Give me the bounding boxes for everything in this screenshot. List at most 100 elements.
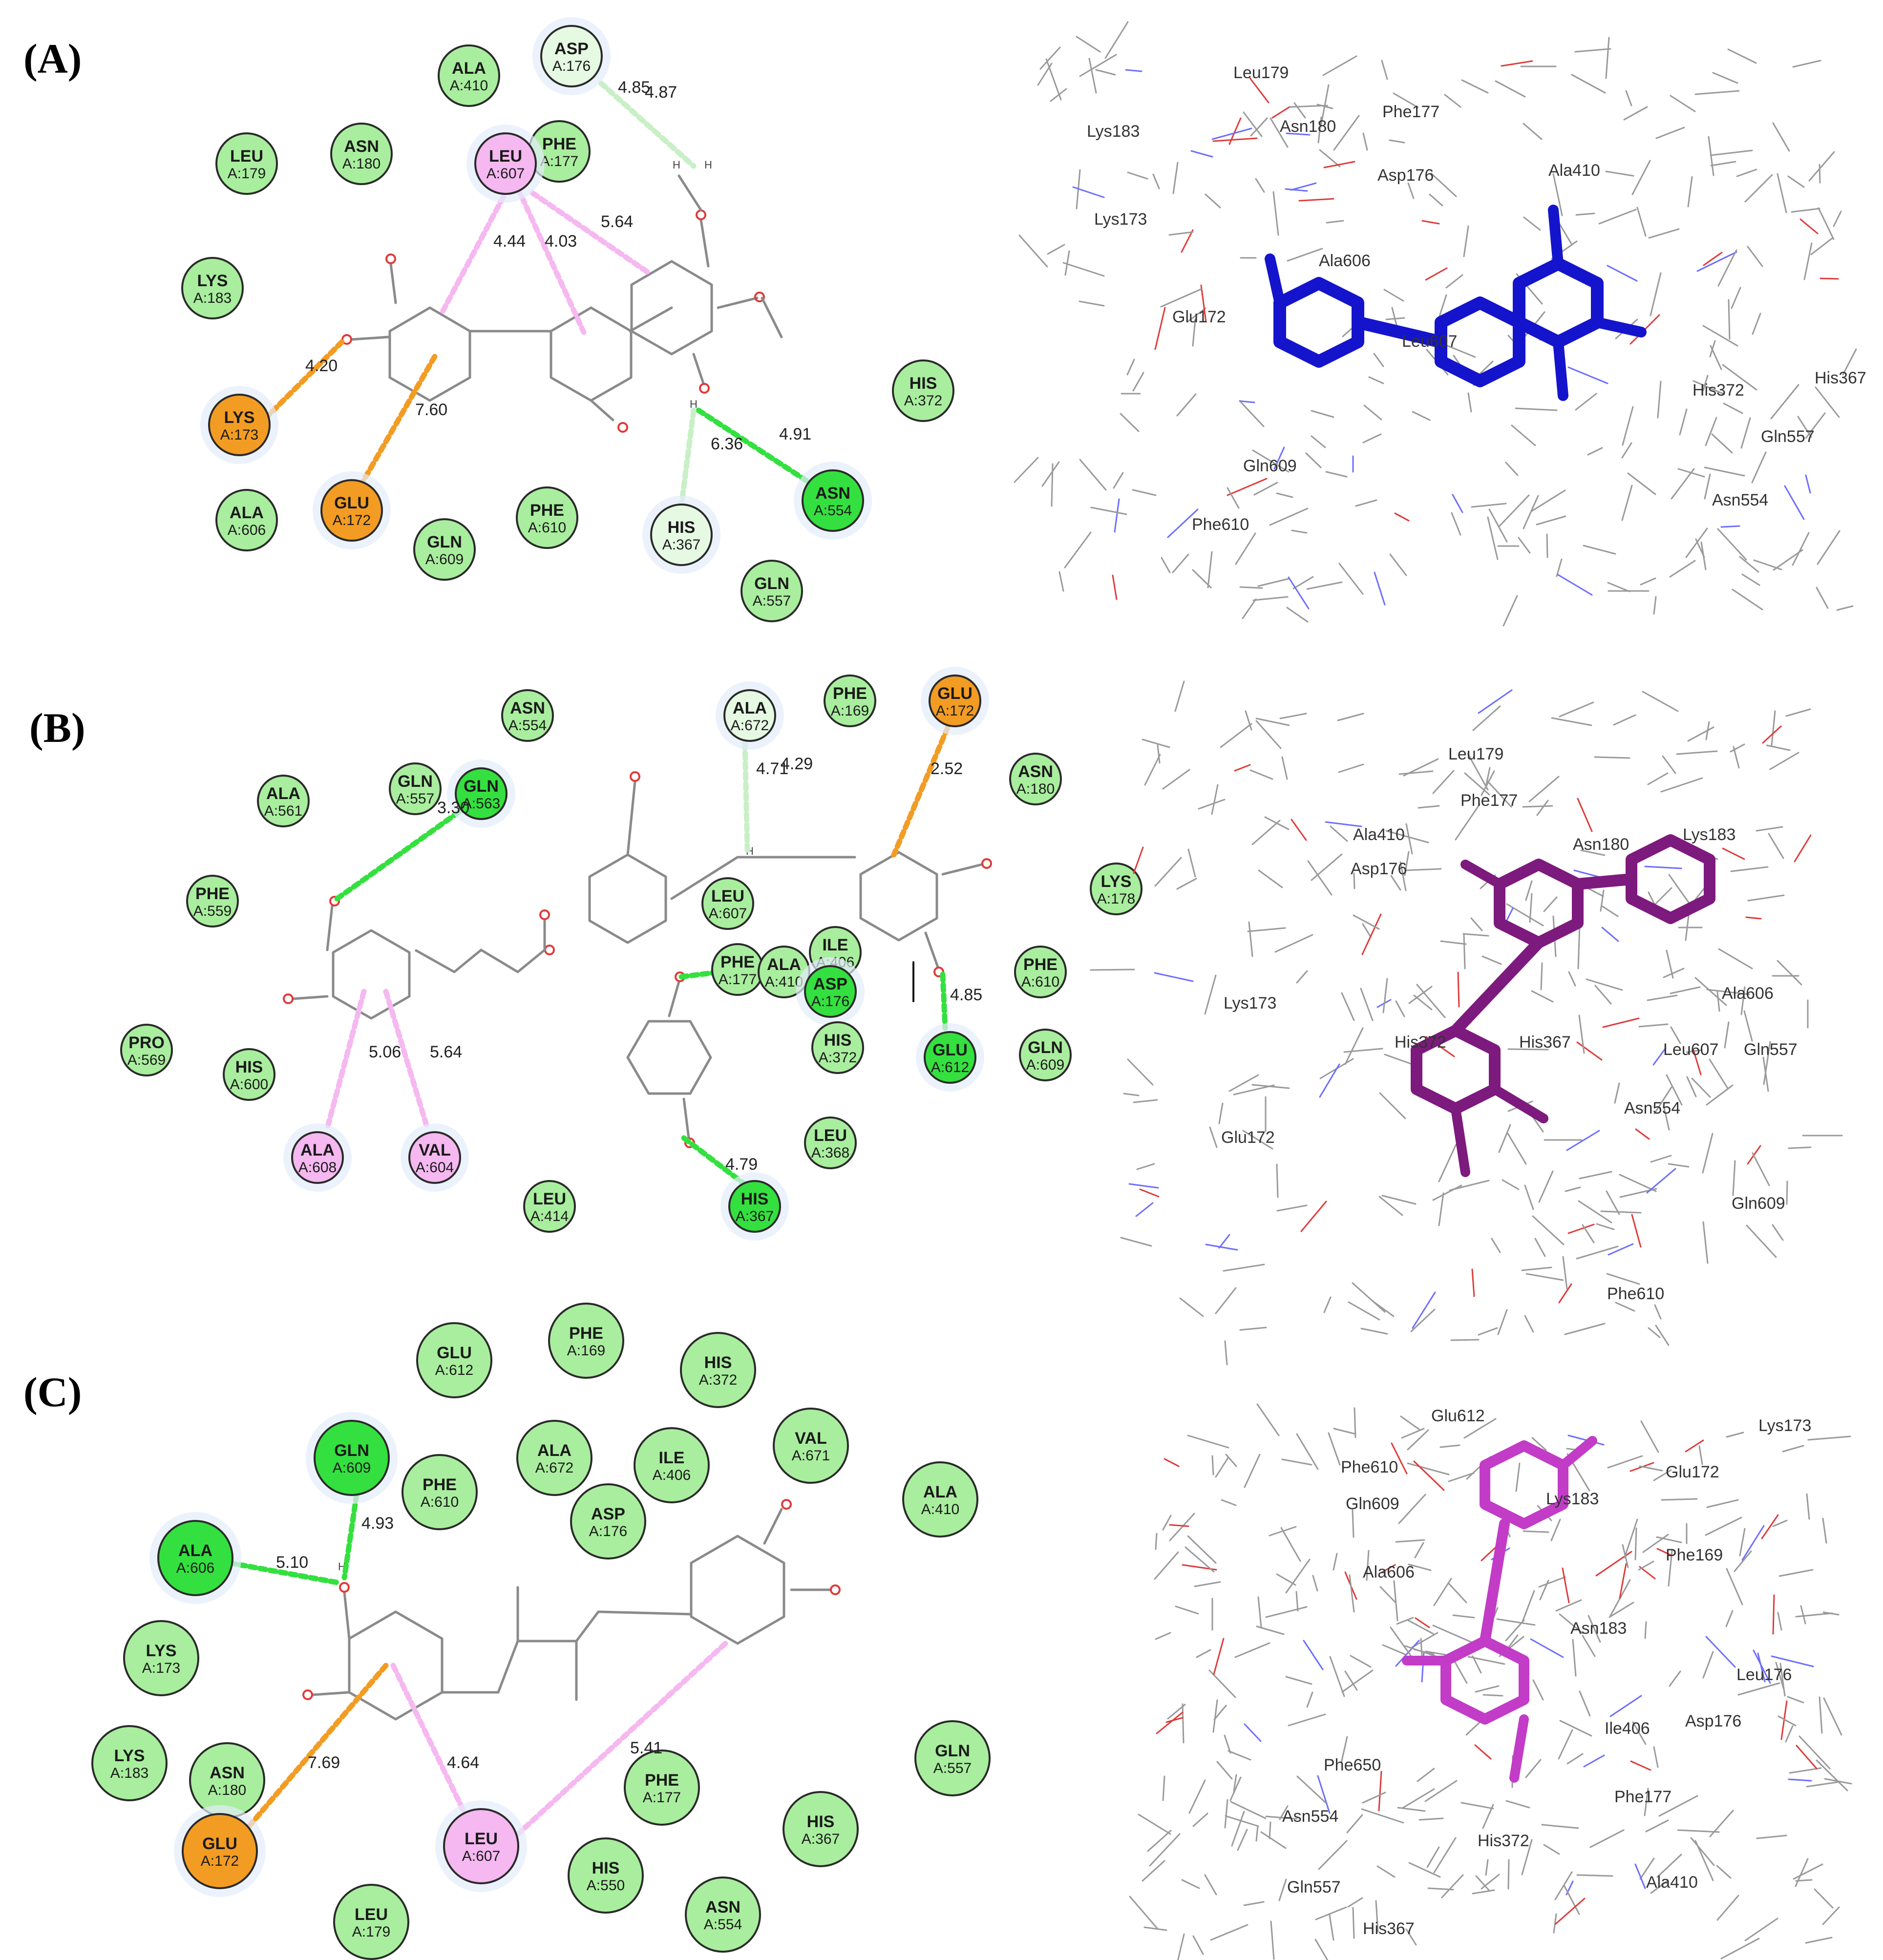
protein-c-stick-215 bbox=[1624, 1518, 1638, 1559]
protein-b-stick-216 bbox=[1323, 1296, 1332, 1313]
residue-3d-label-b-leu607: Leu607 bbox=[1663, 1040, 1718, 1059]
protein-b-stick-182 bbox=[1600, 889, 1605, 912]
protein-c-stick-189 bbox=[1775, 1662, 1785, 1690]
protein-b-stick-223 bbox=[1405, 868, 1442, 871]
residue-b-leu-368-name: LEU bbox=[814, 1126, 847, 1145]
residue-3d-label-c-ala410: Ala410 bbox=[1646, 1873, 1698, 1892]
protein-c-stick-181 bbox=[1413, 1460, 1445, 1491]
protein-a-stick-17 bbox=[1114, 498, 1120, 533]
protein-c-stick-5 bbox=[1433, 1578, 1452, 1606]
residue-b-glu-612-id: A:612 bbox=[931, 1059, 969, 1075]
residue-a-lys-183-name: LYS bbox=[197, 272, 228, 290]
ligand-b-3d-arm-2 bbox=[1451, 1104, 1470, 1177]
residue-c-asp-176-id: A:176 bbox=[589, 1523, 627, 1539]
protein-b-stick-173 bbox=[1478, 1327, 1498, 1336]
residue-b-phe-177-id: A:177 bbox=[719, 971, 757, 988]
protein-b-stick-29 bbox=[1251, 820, 1281, 845]
protein-c-stick-226 bbox=[1796, 1745, 1818, 1770]
protein-a-stick-248 bbox=[1276, 492, 1293, 498]
residue-c-phe-610-disc bbox=[402, 1454, 478, 1530]
protein-a-stick-167 bbox=[1732, 589, 1763, 611]
residue-c-leu-179-disc bbox=[333, 1884, 409, 1960]
protein-a-stick-48 bbox=[1722, 364, 1757, 391]
protein-b-stick-249 bbox=[1706, 989, 1750, 995]
protein-c-stick-223 bbox=[1318, 1840, 1348, 1870]
protein-a-stick-87 bbox=[1311, 435, 1326, 448]
protein-b-stick-217 bbox=[1655, 1325, 1670, 1346]
protein-a-stick-141 bbox=[1625, 90, 1632, 106]
protein-c-stick-227 bbox=[1800, 1605, 1806, 1624]
protein-c-stick-122 bbox=[1702, 1651, 1714, 1679]
protein-a-stick-201 bbox=[1172, 553, 1189, 573]
protein-b-stick-110 bbox=[1722, 847, 1745, 860]
protein-a-stick-8 bbox=[1627, 472, 1656, 495]
protein-c-stick-231 bbox=[1475, 1685, 1500, 1693]
protein-b-stick-25 bbox=[1276, 1204, 1308, 1212]
residue-c-phe-610-id: A:610 bbox=[421, 1494, 459, 1510]
protein-a-stick-163 bbox=[1227, 478, 1268, 496]
residue-c-glu-612-id: A:612 bbox=[435, 1362, 473, 1378]
protein-c-stick-90 bbox=[1212, 1699, 1218, 1733]
protein-a-stick-7 bbox=[1079, 459, 1107, 491]
protein-b-stick-229 bbox=[1743, 1010, 1753, 1042]
protein-a-stick-146 bbox=[1242, 598, 1257, 619]
residue-c-leu-607-id: A:607 bbox=[462, 1848, 500, 1864]
residue-a-phe-177-name: PHE bbox=[542, 135, 576, 153]
ligand-c-bond-oh2 bbox=[311, 1691, 351, 1696]
residue-c-val-671-name: VAL bbox=[795, 1429, 826, 1448]
protein-a-stick-85 bbox=[1744, 174, 1773, 203]
protein-c-stick-275 bbox=[1418, 1817, 1444, 1821]
protein-b-stick-236 bbox=[1385, 830, 1429, 843]
residue-3d-label-a-asp176: Asp176 bbox=[1377, 166, 1434, 185]
protein-b-stick-163 bbox=[1245, 710, 1252, 731]
residue-3d-label-a-lys173: Lys173 bbox=[1094, 210, 1147, 229]
protein-b-stick-199 bbox=[1577, 924, 1581, 969]
protein-a-stick-47 bbox=[1186, 307, 1206, 323]
protein-c-stick-256 bbox=[1315, 1906, 1347, 1920]
protein-a-stick-182 bbox=[1319, 149, 1341, 168]
protein-a-stick-13 bbox=[1181, 229, 1194, 253]
residue-c-leu-607-disc bbox=[443, 1808, 519, 1884]
protein-c-stick-292 bbox=[1706, 1499, 1739, 1508]
protein-b-stick-191 bbox=[1353, 914, 1380, 930]
ligand-b-3d-arm-1 bbox=[1460, 860, 1504, 889]
protein-b-stick-142 bbox=[1582, 1224, 1595, 1243]
ligand-b-ring-phenol bbox=[332, 929, 411, 1020]
protein-a-stick-69 bbox=[1607, 265, 1638, 282]
residue-c-leu-179-id: A:179 bbox=[352, 1924, 390, 1940]
distance-label-c-2: 7.69 bbox=[308, 1753, 340, 1772]
protein-a-stick-127 bbox=[1552, 173, 1563, 216]
protein-c-stick-92 bbox=[1382, 1644, 1406, 1655]
residue-a-his-372-disc bbox=[892, 359, 954, 422]
residue-b-ala-561-name: ALA bbox=[266, 784, 300, 803]
protein-c-stick-89 bbox=[1795, 1858, 1809, 1887]
protein-a-stick-92 bbox=[1461, 79, 1489, 94]
protein-a-stick-117 bbox=[1079, 54, 1117, 77]
protein-c-stick-218 bbox=[1224, 1734, 1231, 1754]
protein-a-stick-204 bbox=[1172, 162, 1179, 194]
protein-a-stick-52 bbox=[1269, 117, 1289, 148]
protein-c-stick-204 bbox=[1475, 1875, 1490, 1892]
protein-c-stick-112 bbox=[1427, 1887, 1454, 1891]
protein-b-stick-139 bbox=[1418, 805, 1440, 809]
protein-a-stick-18 bbox=[1693, 380, 1725, 395]
residue-3d-label-b-phe610: Phe610 bbox=[1607, 1285, 1664, 1303]
protein-a-stick-83 bbox=[1571, 74, 1606, 94]
protein-a-stick-78 bbox=[1064, 531, 1092, 569]
ligand-b-line-glu172 bbox=[891, 725, 951, 858]
protein-c-stick-175 bbox=[1653, 1469, 1672, 1481]
residue-c-ala-606-name: ALA bbox=[178, 1541, 212, 1560]
protein-b-stick-43 bbox=[1455, 803, 1481, 841]
protein-c-stick-293 bbox=[1257, 1596, 1262, 1628]
residue-c-his-367-name: HIS bbox=[807, 1812, 835, 1831]
residue-a-asn-180-disc bbox=[330, 123, 393, 185]
protein-a-stick-180 bbox=[1777, 173, 1787, 213]
protein-b-stick-6 bbox=[1531, 990, 1554, 1003]
protein-b-stick-132 bbox=[1566, 1130, 1600, 1151]
protein-b-stick-65 bbox=[1162, 769, 1190, 790]
protein-a-stick-50 bbox=[1368, 376, 1384, 384]
residue-c-glu-172-id: A:172 bbox=[201, 1853, 239, 1869]
protein-b-stick-17 bbox=[1647, 772, 1669, 785]
protein-c-stick-221 bbox=[1644, 1621, 1647, 1639]
ligand-c-chain bbox=[442, 1610, 692, 1694]
